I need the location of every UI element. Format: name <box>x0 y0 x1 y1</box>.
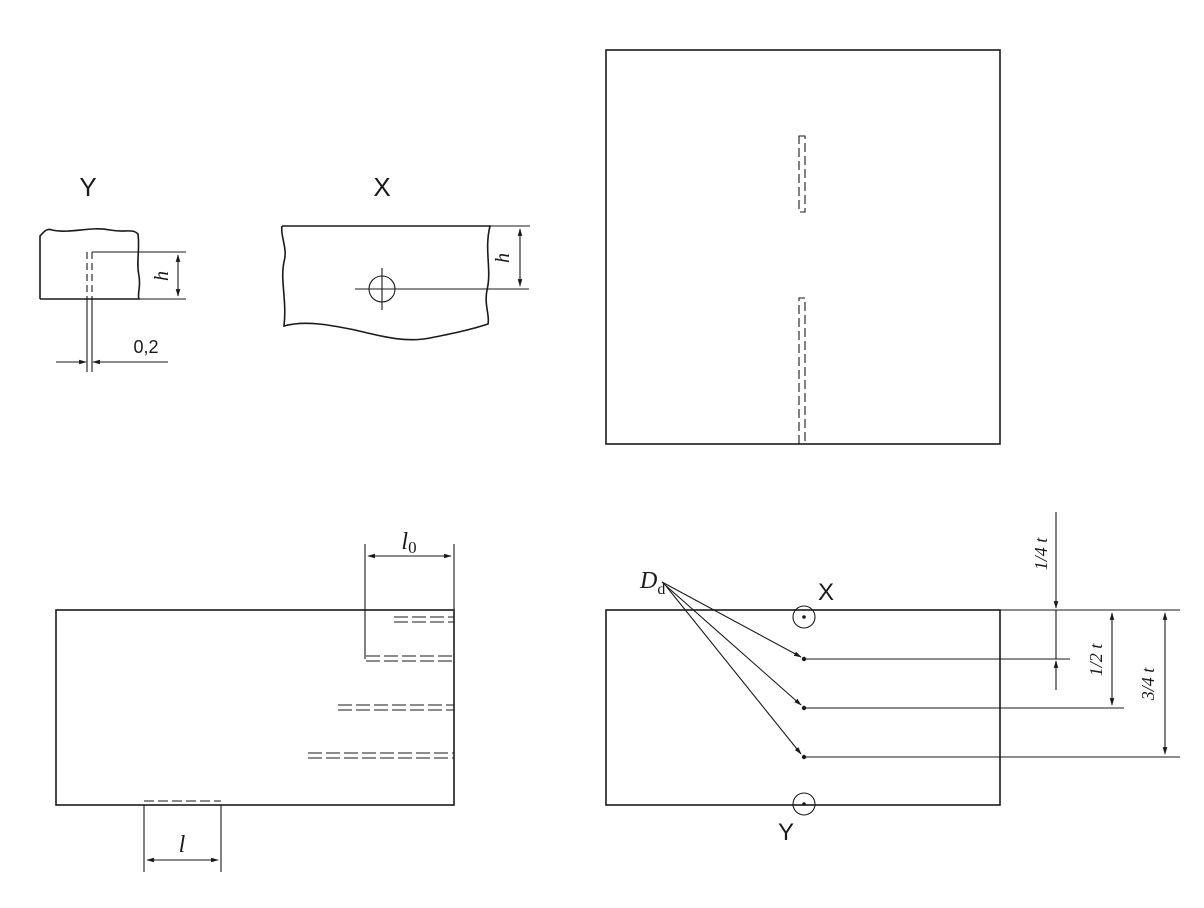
detail-x-title: X <box>373 172 390 202</box>
section-view-marker-x-dot <box>802 615 806 619</box>
top-view-notch-long <box>798 297 806 444</box>
section-view-marker-x-circle <box>792 605 816 629</box>
section-view-leader-3 <box>665 585 802 755</box>
side-view-outline <box>55 609 455 806</box>
detail-y-title: Y <box>79 172 96 202</box>
section-view-leader-1 <box>661 581 802 658</box>
detail-y-h-label: h <box>151 271 173 281</box>
side-view-notch-2 <box>366 655 454 662</box>
top-view <box>605 49 1001 445</box>
detail-x-h-label: h <box>492 253 514 263</box>
side-view-notch-3 <box>338 704 454 711</box>
section-view-point-3 <box>801 754 807 760</box>
section-view-marker-y-dot <box>802 802 806 806</box>
section-view-dim-quarter-label: 1/4 t <box>1031 537 1051 571</box>
top-view-outline <box>605 49 1001 445</box>
top-view-notch-short <box>798 135 806 213</box>
detail-y-gap-label: 0,2 <box>133 337 158 357</box>
section-view-marker-x-label: X <box>818 579 834 606</box>
side-view-l-label: l <box>179 832 186 858</box>
section-view-point-2 <box>801 705 807 711</box>
section-view-dd-label: Dd <box>639 568 665 598</box>
section-view-leader-2 <box>663 583 802 706</box>
section-view: Dd X Y 1/4 t 1/2 t 3/4 t <box>605 512 1180 846</box>
section-view-point-1 <box>801 656 807 662</box>
section-view-marker-y-label: Y <box>778 819 794 846</box>
side-view: l0 l <box>55 529 455 872</box>
section-view-dim-half-label: 1/2 t <box>1086 643 1106 677</box>
detail-x: X h <box>280 172 530 341</box>
detail-y-outline <box>39 228 141 300</box>
side-view-notch-1 <box>394 616 454 623</box>
detail-y: Y h 0,2 <box>39 172 186 372</box>
side-view-l0-label: l0 <box>401 529 416 557</box>
section-view-dim-three-quarter-label: 3/4 t <box>1138 667 1158 702</box>
side-view-notch-4 <box>308 752 454 759</box>
section-view-marker-y-circle <box>792 792 816 816</box>
detail-x-outline <box>280 225 492 341</box>
